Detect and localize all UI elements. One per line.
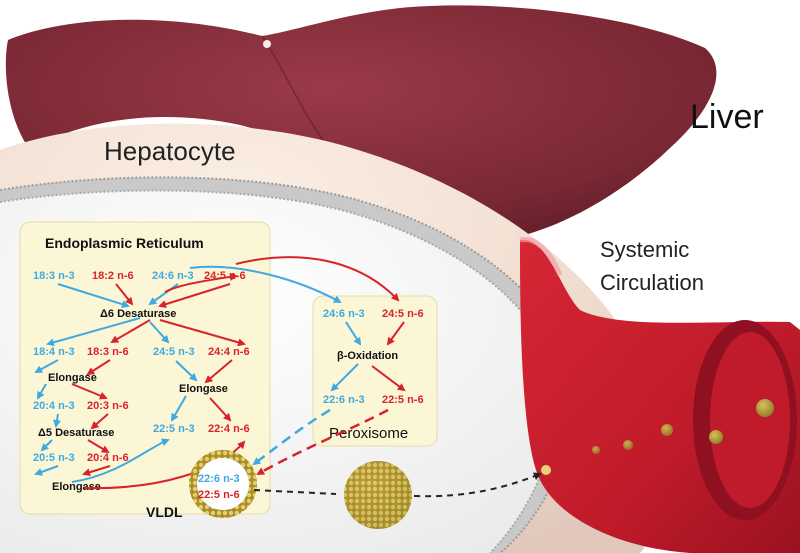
enzyme-beta-oxidation: β-Oxidation xyxy=(337,350,398,362)
enzyme-elongase-1: Elongase xyxy=(48,372,97,384)
node-24-5-n3: 24:5 n-3 xyxy=(153,346,195,358)
node-18-2-n6: 18:2 n-6 xyxy=(92,270,134,282)
n3-to-vldl-arrow xyxy=(252,408,331,466)
perox-node-22-6-n3: 22:6 n-3 xyxy=(323,394,365,406)
enzyme-d5-desaturase: Δ5 Desaturase xyxy=(38,427,114,439)
secretion-arrow-1 xyxy=(253,489,337,495)
node-22-4-n6: 22:4 n-6 xyxy=(208,423,250,435)
perox-node-24-6-n3: 24:6 n-3 xyxy=(323,308,365,320)
enzyme-elongase-mid: Elongase xyxy=(179,383,228,395)
node-18-3-n6: 18:3 n-6 xyxy=(87,346,129,358)
node-20-4-n3: 20:4 n-3 xyxy=(33,400,75,412)
vldl-node-22-5-n6: 22:5 n-6 xyxy=(198,489,240,501)
node-18-3-n3: 18:3 n-3 xyxy=(33,270,75,282)
er-panel xyxy=(19,221,271,515)
systemic-label-2: Circulation xyxy=(600,270,704,295)
n6-pathway-arrows xyxy=(71,256,406,490)
er-nodes: 18:3 n-3 18:2 n-6 24:6 n-3 24:5 n-6 Δ6 D… xyxy=(33,270,250,493)
n3-pathway-arrows xyxy=(34,265,362,483)
peroxisome-panel xyxy=(312,295,438,447)
perox-node-24-5-n6: 24:5 n-6 xyxy=(382,308,424,320)
node-24-6-n3: 24:6 n-3 xyxy=(152,270,194,282)
peroxisome-label: Peroxisome xyxy=(329,425,408,442)
node-24-4-n6: 24:4 n-6 xyxy=(208,346,250,358)
liver-organ xyxy=(5,5,717,241)
node-20-4-n6: 20:4 n-6 xyxy=(87,452,129,464)
vldl-particle xyxy=(189,450,257,518)
perox-node-22-5-n6: 22:5 n-6 xyxy=(382,394,424,406)
systemic-label-1: Systemic xyxy=(600,237,689,262)
node-18-4-n3: 18:4 n-3 xyxy=(33,346,75,358)
liver-label: Liver xyxy=(690,98,764,136)
node-20-5-n3: 20:5 n-3 xyxy=(33,452,75,464)
peroxisome-nodes: 24:6 n-3 24:5 n-6 β-Oxidation 22:6 n-3 2… xyxy=(323,308,424,406)
node-22-5-n3: 22:5 n-3 xyxy=(153,423,195,435)
n6-to-vldl-arrow xyxy=(256,408,389,476)
er-title: Endoplasmic Reticulum xyxy=(45,235,204,251)
enzyme-d6-desaturase: Δ6 Desaturase xyxy=(100,308,176,320)
vldl-node-22-6-n3: 22:6 n-3 xyxy=(198,473,240,485)
vldl-label: VLDL xyxy=(146,504,183,520)
node-20-3-n6: 20:3 n-6 xyxy=(87,400,129,412)
hepatocyte-label: Hepatocyte xyxy=(104,136,236,166)
enzyme-elongase-2: Elongase xyxy=(52,481,101,493)
